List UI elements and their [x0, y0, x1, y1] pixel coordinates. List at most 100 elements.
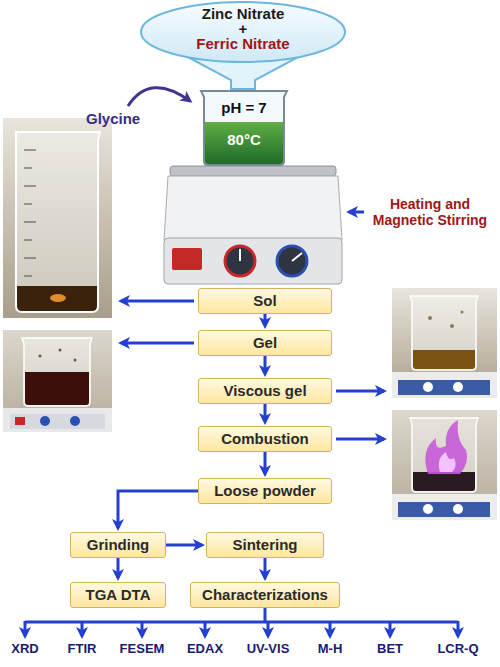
pointer-arrow	[349, 211, 364, 214]
combustion-residue	[413, 472, 475, 491]
process-box: Gel	[198, 330, 332, 356]
box-text: Characterizations	[202, 586, 328, 604]
pointer-arrow	[121, 342, 194, 345]
hotplate-panel	[398, 380, 490, 395]
hotplate-panel	[164, 238, 342, 284]
bus-drops	[25, 621, 458, 636]
sol-photo	[3, 118, 112, 318]
glycine-arrow	[128, 88, 190, 106]
photo-ground	[392, 410, 497, 520]
bus-drop	[81, 621, 84, 636]
hotplate-base	[392, 494, 497, 520]
bus-drop	[267, 621, 270, 636]
technique-label: XRD	[11, 641, 38, 656]
liquid-glint	[50, 294, 66, 302]
process-box: Combustion	[198, 426, 332, 452]
shape-text: +	[138, 21, 348, 36]
technique-label: UV-VIS	[247, 641, 290, 656]
box-text: Sintering	[232, 536, 297, 554]
bus-drop	[24, 621, 27, 636]
box-text: TGA DTA	[86, 586, 151, 604]
hotplate-body	[164, 176, 342, 240]
bus-drop	[329, 621, 332, 636]
bus-drop	[389, 621, 392, 636]
knob-mark	[292, 253, 302, 261]
flow-arrow	[117, 558, 120, 578]
technique-label: FTIR	[68, 641, 97, 656]
combustion-photo	[392, 410, 497, 520]
technique-label: M-H	[318, 641, 343, 656]
bus-line	[25, 608, 458, 622]
flame-core	[439, 452, 456, 472]
process-box: Loose powder	[198, 478, 332, 504]
box-text: Sol	[253, 292, 276, 310]
hotplate-knob	[423, 504, 433, 514]
technique-label: BET	[377, 641, 403, 656]
bubble	[461, 311, 464, 314]
hotplate-base	[3, 408, 112, 432]
photo-ground	[392, 288, 497, 398]
box-text: Gel	[253, 334, 277, 352]
hotplate-panel	[398, 502, 490, 517]
photo-ground	[3, 118, 112, 318]
bus-drop	[204, 621, 207, 636]
bubble	[59, 349, 62, 352]
hotplate-illustration	[164, 166, 342, 284]
hotplate-knob	[225, 246, 255, 276]
hotplate-knob	[423, 382, 433, 392]
shape-text: Ferric Nitrate	[138, 36, 348, 51]
beaker-shape: pH = 7 80°C	[198, 88, 290, 166]
box-text: Loose powder	[214, 482, 316, 500]
reagent-label: Glycine	[86, 110, 140, 127]
bubble	[39, 355, 42, 358]
bubble	[74, 359, 77, 362]
knob-mark	[239, 249, 241, 261]
flow-arrow	[264, 404, 267, 422]
beaker-liquid	[413, 350, 475, 369]
beaker-glass	[410, 418, 478, 492]
flow-arrow	[166, 544, 202, 547]
beaker-liquid	[25, 372, 89, 405]
flow-arrow	[264, 558, 267, 578]
flow-arrow	[264, 314, 267, 326]
hotplate-knob	[277, 246, 307, 276]
hotplate-knob	[40, 416, 50, 426]
box-text: Grinding	[87, 536, 150, 554]
pointer-arrow	[336, 438, 384, 441]
gel-photo	[3, 330, 112, 432]
bus-drop	[457, 621, 460, 636]
beaker-glass	[16, 132, 100, 312]
bus-drop	[141, 621, 144, 636]
hotplate-panel	[10, 414, 105, 429]
technique-label: EDAX	[187, 641, 223, 656]
photo-ground	[3, 330, 112, 432]
hotplate-badge	[15, 417, 25, 425]
technique-label: LCR-Q	[437, 641, 478, 656]
flow-arrow	[118, 491, 198, 528]
hotplate-knob	[453, 382, 463, 392]
shape-text: pH = 7	[198, 100, 290, 115]
beaker-scale	[24, 150, 36, 276]
hotplate-badge	[172, 248, 202, 270]
beaker-glass	[22, 338, 92, 406]
process-box: Grinding	[70, 532, 166, 558]
beaker-liquid	[17, 286, 97, 311]
bubble	[428, 316, 432, 320]
flow-arrow	[264, 452, 267, 474]
shape-text: 80°C	[198, 132, 290, 147]
process-note: Heating and Magnetic Stirring	[368, 196, 492, 228]
technique-label: FESEM	[120, 641, 165, 656]
process-box: TGA DTA	[70, 582, 166, 608]
process-box: Sintering	[206, 532, 324, 558]
flow-arrow	[264, 356, 267, 374]
shape-text: Zinc Nitrate	[138, 6, 348, 21]
bubble	[450, 324, 454, 328]
viscous-gel-photo	[392, 288, 497, 398]
box-text: Viscous gel	[223, 382, 306, 400]
beaker-glass	[410, 296, 478, 370]
hotplate-knob	[453, 504, 463, 514]
process-box: Viscous gel	[198, 378, 332, 404]
box-text: Combustion	[221, 430, 309, 448]
process-box: Sol	[198, 288, 332, 314]
